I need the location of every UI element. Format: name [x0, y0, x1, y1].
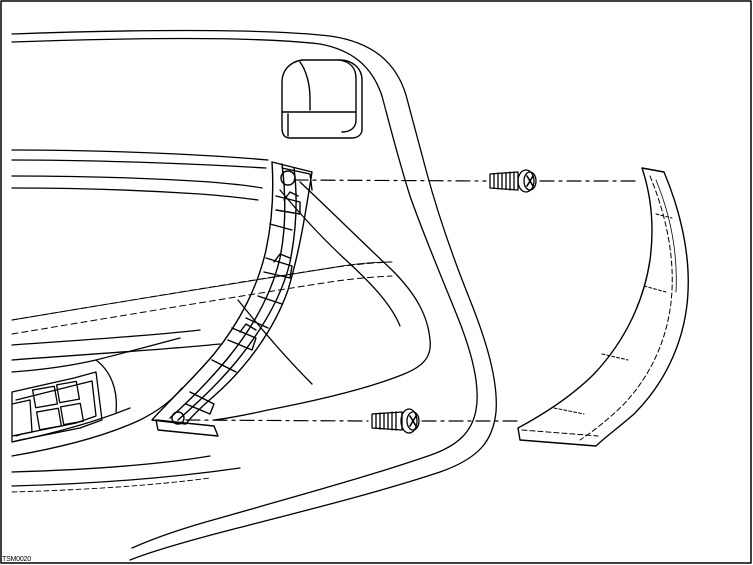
door-trim-panel: [11, 29, 497, 561]
interior-door-latch: [281, 59, 363, 139]
upper-centerline-left: [293, 179, 487, 182]
upper-screw: [489, 169, 537, 193]
window-switch-pack: [11, 371, 103, 443]
handle-trim-cover: [517, 167, 689, 447]
door-pull-handle-bezel: [151, 161, 313, 437]
lower-screw: [371, 408, 420, 434]
figure-reference-code: TSM0020: [2, 556, 31, 563]
lower-centerline-left: [185, 419, 369, 422]
assembly-centerlines: [185, 179, 641, 422]
